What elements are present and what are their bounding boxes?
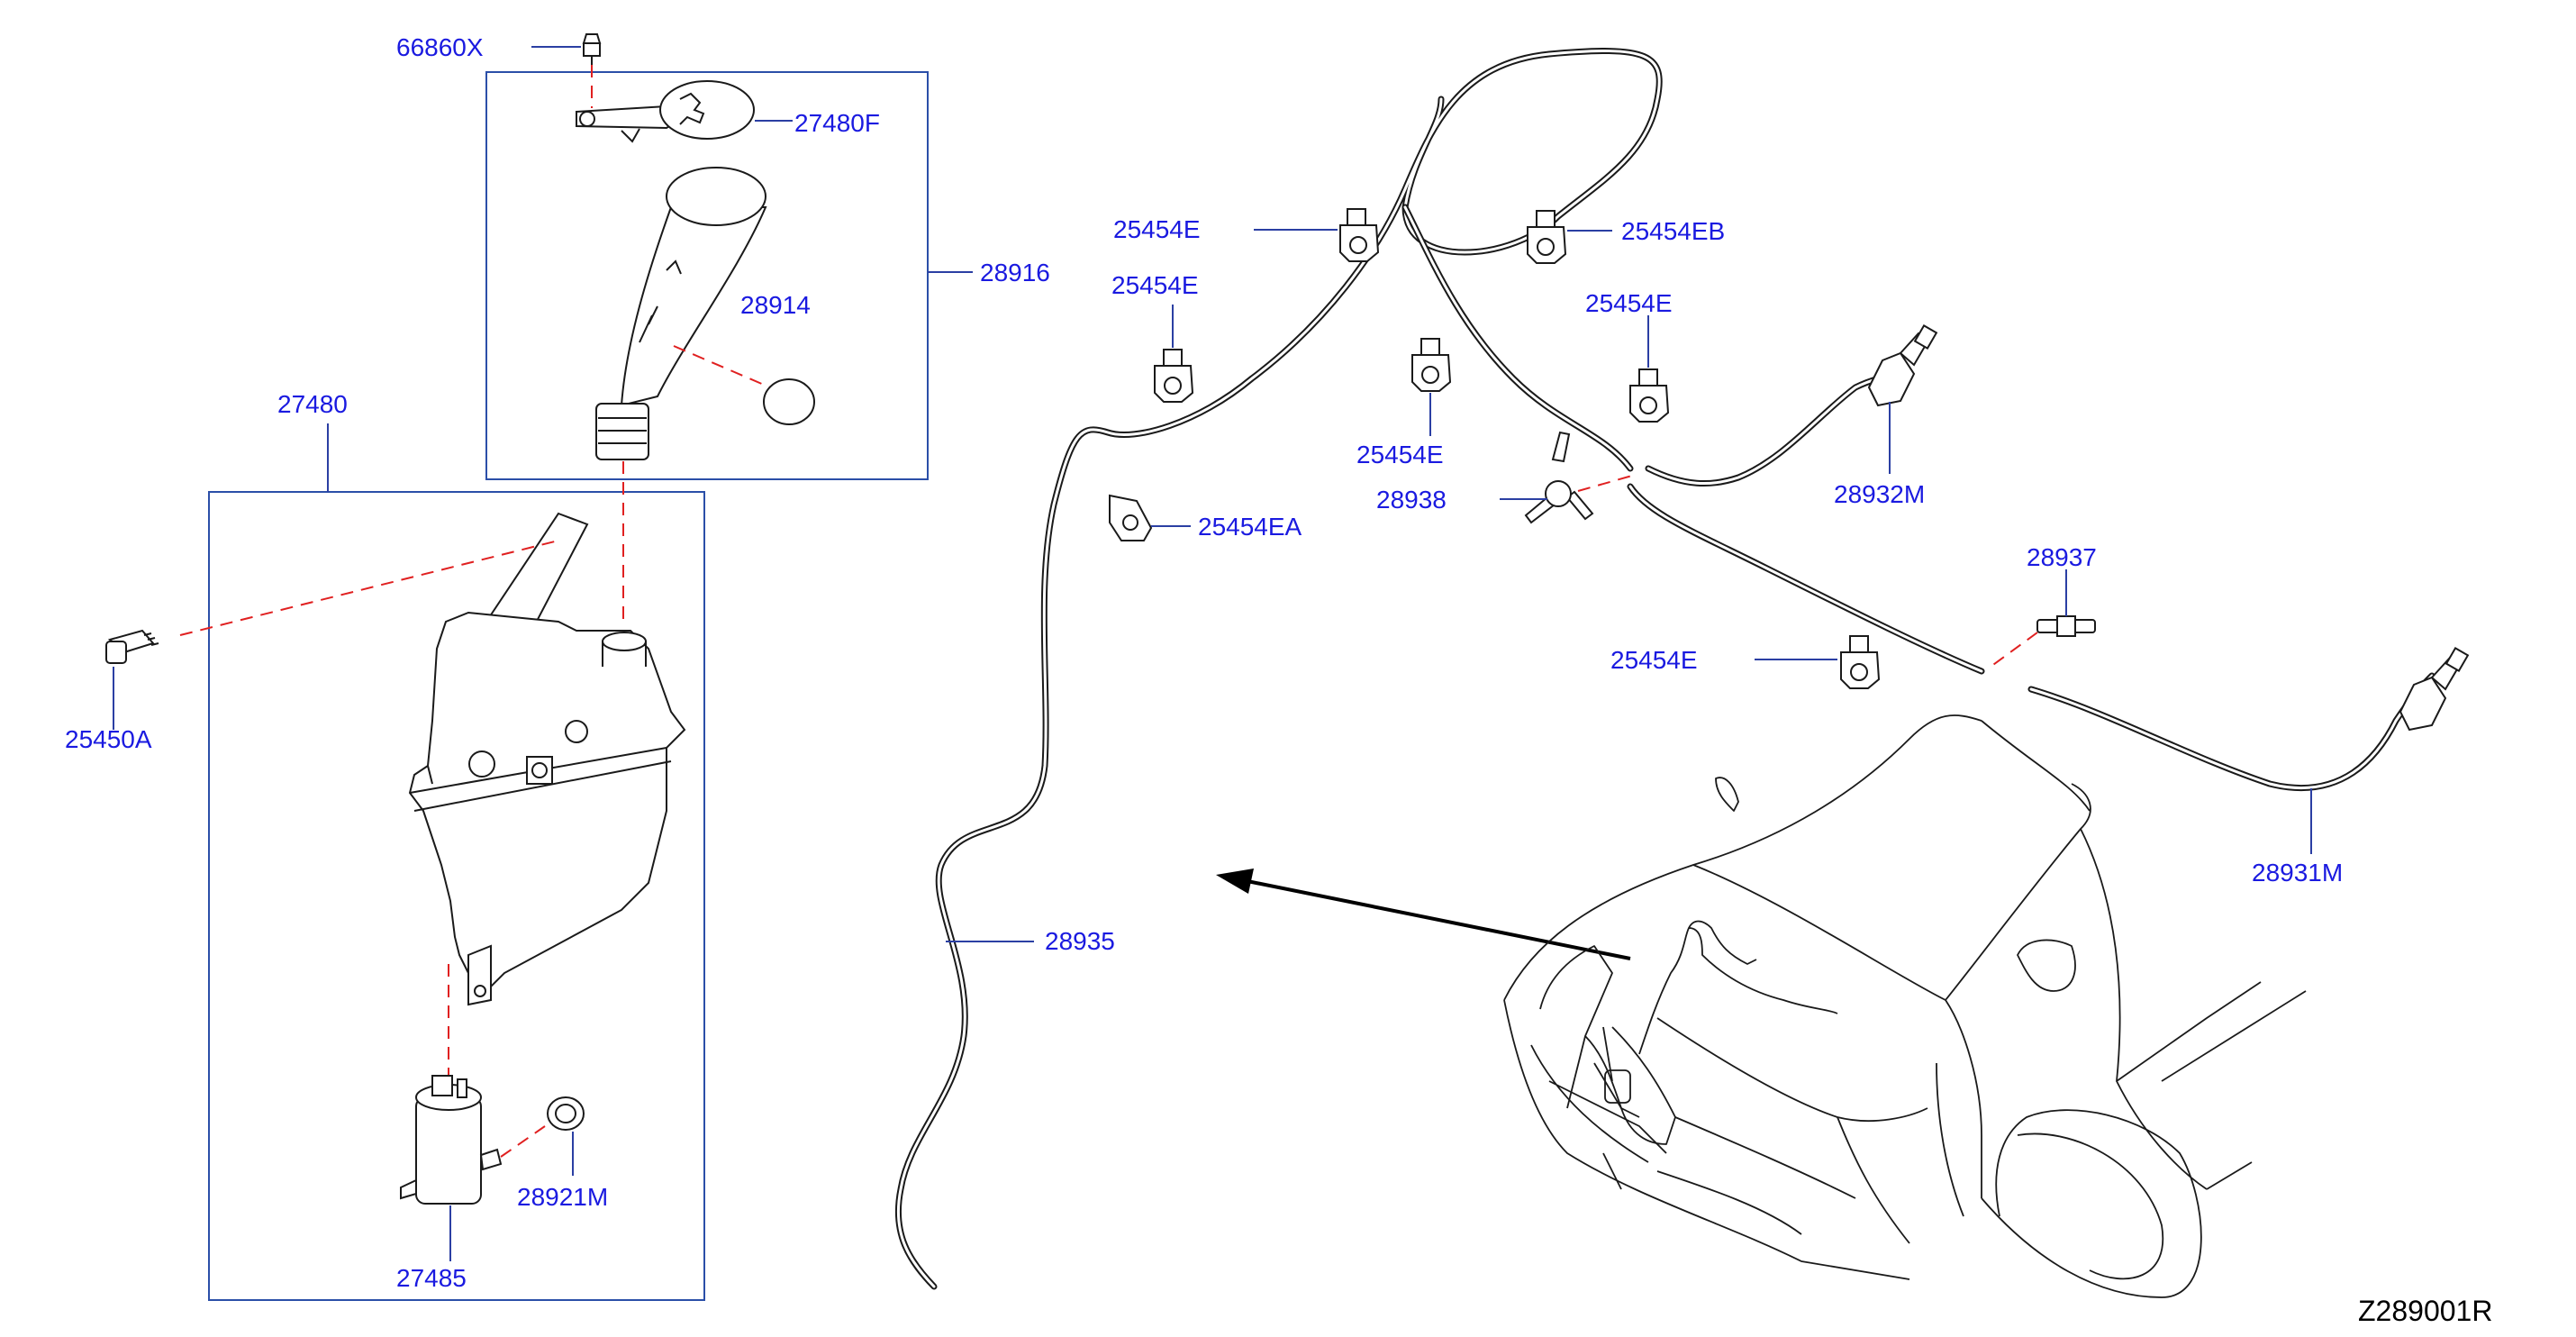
clip-25454e-lower — [1840, 635, 1881, 689]
label-25454e-a: 25454E — [1113, 215, 1201, 243]
car-front-illustration — [1503, 714, 2307, 1298]
grommet-28921m — [547, 1096, 585, 1131]
clip-25454e-mid — [1411, 338, 1452, 392]
label-27480f: 27480F — [794, 109, 880, 137]
location-arrow — [1233, 877, 1631, 960]
nozzle-28931m — [2399, 646, 2470, 732]
clip-25454eb — [1527, 210, 1567, 264]
label-25454e-d: 25454E — [1356, 441, 1444, 468]
label-25454ea: 25454EA — [1198, 513, 1302, 541]
tee-connector-28938 — [1524, 431, 1594, 524]
clip-25454e-left — [1154, 349, 1194, 403]
washer-tank-27480 — [408, 512, 686, 1006]
label-25450a: 25450A — [65, 725, 152, 753]
label-28935: 28935 — [1045, 927, 1115, 955]
nozzle-28932m — [1867, 323, 1938, 407]
filler-assembly-box — [485, 71, 929, 480]
arrow-head-icon — [1216, 869, 1254, 894]
washer-pump-27485 — [400, 1075, 503, 1205]
seal-28914 — [763, 378, 815, 425]
hose-28932m — [1645, 370, 1895, 487]
label-25454e-e: 25454E — [1610, 646, 1698, 674]
clip-25454ea — [1109, 494, 1153, 541]
hose-28935 — [894, 48, 1663, 1290]
label-28931m: 28931M — [2252, 859, 2343, 887]
label-27480: 27480 — [277, 390, 348, 418]
label-28921m: 28921M — [517, 1183, 608, 1211]
label-28916: 28916 — [980, 259, 1050, 286]
label-27485: 27485 — [396, 1264, 467, 1292]
label-25454e-c: 25454E — [1585, 289, 1673, 317]
label-28914: 28914 — [740, 291, 811, 319]
hose-to-tee — [1401, 204, 1634, 472]
joint-28937 — [2036, 615, 2096, 637]
label-28937: 28937 — [2027, 543, 2097, 571]
clip-25454e-top — [1339, 208, 1380, 262]
diagram-code: Z289001R — [2358, 1295, 2492, 1327]
label-28938: 28938 — [1376, 486, 1447, 514]
label-28932m: 28932M — [1834, 480, 1925, 508]
clip-25450a — [105, 629, 159, 664]
filler-neck-28916 — [595, 167, 767, 460]
reservoir-assembly-box — [208, 491, 705, 1301]
label-25454e-b: 25454E — [1111, 271, 1199, 299]
label-25454eb: 25454EB — [1621, 217, 1725, 245]
filler-cap-27480f — [576, 80, 755, 143]
clip-25454e-right — [1629, 368, 1670, 423]
label-66860x: 66860X — [396, 33, 484, 61]
bolt-66860x — [582, 33, 602, 65]
